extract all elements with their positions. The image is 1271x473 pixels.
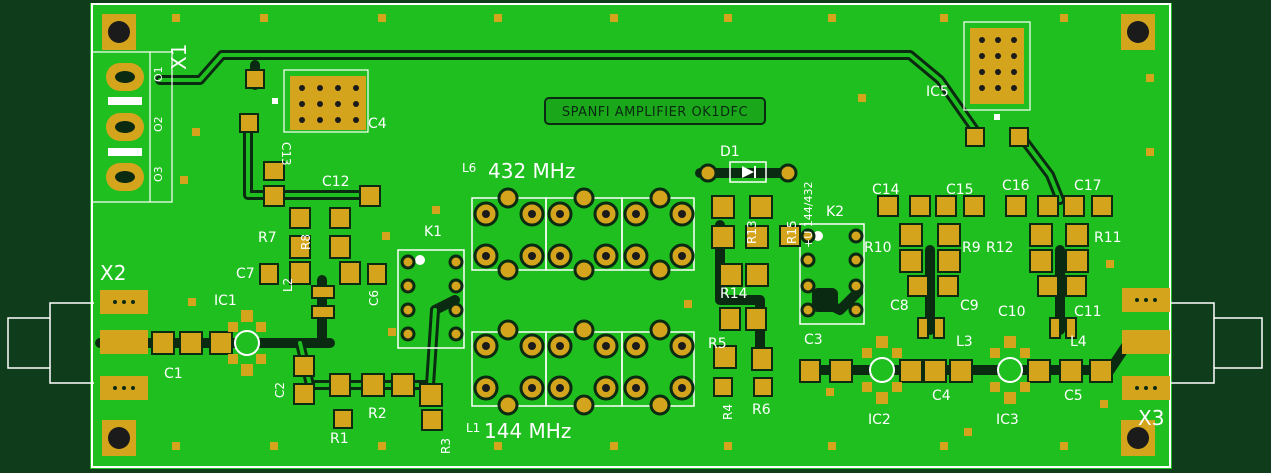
designator-label: L2 (281, 278, 295, 292)
designator-label: C10 (998, 304, 1026, 320)
svg-text:IC1: IC1 (214, 293, 237, 309)
designator-label: C4 (932, 388, 951, 404)
transistor-ic3: IC3 (990, 336, 1030, 428)
designator-label: R12 (986, 240, 1014, 256)
svg-text:X2: X2 (100, 261, 126, 285)
svg-text:IC2: IC2 (868, 412, 891, 428)
freq-432-label: 432 MHz (488, 159, 575, 183)
smd-pads (151, 69, 1113, 431)
designator-label: R5 (708, 336, 727, 352)
designator-label: R8 (299, 234, 313, 250)
l1-coils: L1 144 MHz (466, 331, 695, 443)
designator-label: C14 (872, 182, 900, 198)
svg-text:K1: K1 (424, 224, 442, 240)
designator-label: C2 (273, 382, 287, 398)
ic5-header: IC5 (926, 21, 1031, 120)
logo: SPANFI AMPLIFIER OK1DFC (544, 97, 766, 125)
designator-label: C6 (367, 290, 381, 306)
designator-label: C11 (1074, 304, 1102, 320)
designator-label: C7 (236, 266, 255, 282)
designator-label: R13 (745, 220, 759, 244)
mounting-holes (102, 14, 1155, 456)
designator-label: R1 (330, 431, 349, 447)
designator-label: R9 (962, 240, 981, 256)
svg-text:D1: D1 (720, 144, 740, 160)
designator-label: C5 (1064, 388, 1083, 404)
svg-text:IC5: IC5 (926, 84, 949, 100)
designator-label: C15 (946, 182, 974, 198)
designators: C13 C12 R7 R8 C7 L2 C6 C1 C2 R1 R2 R3 R1… (164, 142, 1122, 454)
x1-label: X1 (167, 44, 191, 70)
designator-label: C9 (960, 298, 979, 314)
connector-x1: X1 O1 O2 O3 (91, 44, 191, 203)
svg-text:L1: L1 (466, 421, 480, 435)
designator-label: C3 (804, 332, 823, 348)
svg-text:X3: X3 (1138, 406, 1164, 430)
sma-connector-left (7, 302, 94, 384)
designator-label: R2 (368, 406, 387, 422)
freq-144-label: 144 MHz (484, 419, 571, 443)
designator-label: R4 (721, 404, 735, 420)
designator-label: R14 (720, 286, 748, 302)
designator-label: L4 (1070, 334, 1087, 350)
connector-x2: X2 (100, 261, 148, 400)
svg-text:IC3: IC3 (996, 412, 1019, 428)
diode-d1: D1 +U 144/432 (698, 144, 815, 248)
sma-connector-right (1168, 302, 1263, 384)
designator-label: R7 (258, 230, 277, 246)
logo-text: SPANFI AMPLIFIER OK1DFC (562, 105, 748, 120)
svg-text:L6: L6 (462, 161, 476, 175)
designator-label: R3 (439, 438, 453, 454)
board-outline (91, 3, 1171, 468)
transistor-ic2: IC2 (862, 336, 902, 428)
svg-text:+U 144/432: +U 144/432 (802, 182, 815, 248)
designator-label: C8 (890, 298, 909, 314)
connector-x3: X3 (1122, 288, 1170, 430)
designator-label: R6 (752, 402, 771, 418)
designator-label: C1 (164, 366, 183, 382)
designator-label: C13 (279, 142, 293, 166)
designator-label: R10 (864, 240, 892, 256)
svg-text:O2: O2 (152, 116, 165, 132)
designator-label: C12 (322, 174, 350, 190)
svg-text:C4: C4 (368, 116, 387, 132)
designator-label: R11 (1094, 230, 1122, 246)
relay-k2: K2 (799, 204, 865, 325)
designator-label: L3 (956, 334, 973, 350)
relay-k1: K1 (397, 224, 465, 349)
designator-label: C16 (1002, 178, 1030, 194)
coil-pads (473, 187, 695, 416)
designator-label: R15 (785, 220, 799, 244)
ground-vias (172, 14, 1154, 450)
svg-text:K2: K2 (826, 204, 844, 220)
transistor-ic1: IC1 (214, 293, 266, 376)
svg-text:O3: O3 (152, 166, 165, 182)
c4-header: C4 (272, 69, 387, 133)
svg-text:O1: O1 (152, 66, 165, 82)
designator-label: C17 (1074, 178, 1102, 194)
